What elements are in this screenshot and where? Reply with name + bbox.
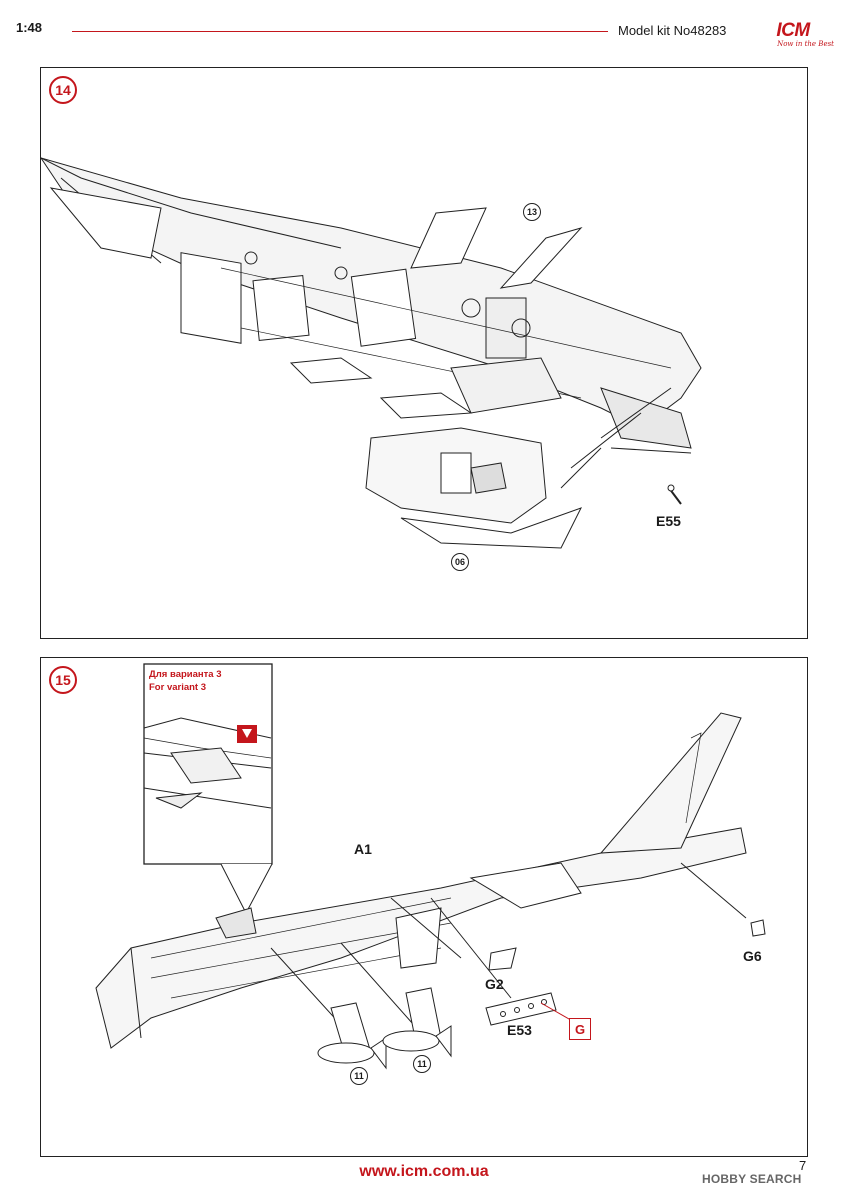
website-url[interactable]: www.icm.com.ua xyxy=(359,1163,489,1180)
part-label-e55: E55 xyxy=(656,513,681,529)
color-callout-g: G xyxy=(569,1018,591,1040)
logo-tagline: Now in the Best xyxy=(777,40,834,48)
glue-icon-group xyxy=(237,725,257,743)
sub-assembly-ref-11-right: 11 xyxy=(413,1055,431,1073)
step-15-panel: 15 Для варианта 3 For variant 3 A1 G2 G6… xyxy=(40,657,808,1157)
glue-icon xyxy=(237,725,257,743)
part-label-e53: E53 xyxy=(507,1022,532,1038)
variant-note-ru: Для варианта 3 xyxy=(149,669,222,680)
step-15-drawing xyxy=(95,663,766,1070)
watermark: HOBBY SEARCH xyxy=(702,1172,802,1186)
logo-mark: ICM xyxy=(776,20,810,41)
model-kit-number: Model kit No48283 xyxy=(618,23,727,38)
header-rule xyxy=(72,31,608,32)
step-14-panel: 14 13 06 E55 xyxy=(40,67,808,639)
sub-assembly-ref-06: 06 xyxy=(451,553,469,571)
variant-note-en: For variant 3 xyxy=(149,682,207,693)
scale-label: 1:48 xyxy=(16,20,43,35)
sub-assembly-ref-13: 13 xyxy=(523,203,541,221)
step-number-14: 14 xyxy=(49,76,77,104)
part-label-g2: G2 xyxy=(485,976,504,992)
page-number: 7 xyxy=(799,1158,807,1173)
icm-logo: ICM Now in the Best xyxy=(752,20,834,60)
sub-assembly-ref-11-left: 11 xyxy=(350,1067,368,1085)
step-14-drawing xyxy=(41,157,702,549)
part-label-g6: G6 xyxy=(743,948,762,964)
part-label-a1: A1 xyxy=(354,841,372,857)
step-number-15: 15 xyxy=(49,666,77,694)
